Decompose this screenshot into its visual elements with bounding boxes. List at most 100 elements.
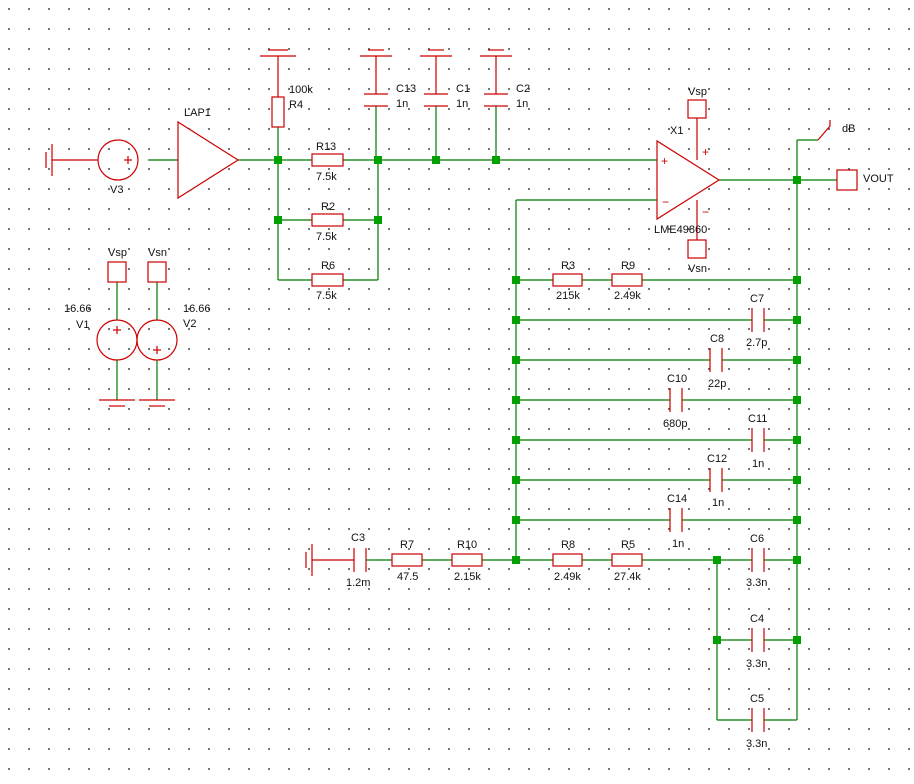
value-label: 100k	[289, 84, 313, 96]
wires	[116, 106, 837, 721]
resistor-r2[interactable]: R2 7.5k	[311, 201, 344, 243]
value-label: 3.3n	[746, 577, 767, 589]
svg-text:+: +	[702, 145, 709, 159]
ref-label: C7	[750, 293, 764, 305]
resistor-r4[interactable]: 100k R4	[271, 84, 313, 128]
capacitor-c12[interactable]: C12 1n	[707, 453, 727, 509]
ground-icon	[45, 144, 98, 176]
value-label: LME49860	[654, 224, 707, 236]
resistor-r13[interactable]: R13 7.5k	[311, 141, 344, 183]
amplifier-lap1[interactable]: LAP1	[177, 107, 240, 200]
ref-label: R8	[561, 539, 575, 551]
value-label: 2.15k	[454, 571, 481, 583]
ref-label: R13	[316, 141, 336, 153]
resistor-r7[interactable]: R7 47.5	[391, 539, 423, 583]
resistor-r6[interactable]: R6 7.5k	[311, 260, 344, 302]
net-name: Vsp	[108, 247, 127, 259]
value-label: 3.3n	[746, 658, 767, 670]
value-label: 1n	[456, 98, 468, 110]
capacitor-c4[interactable]: C4 3.3n	[746, 613, 767, 670]
ground-icon	[139, 399, 175, 407]
ref-label: V3	[110, 184, 123, 196]
value-label: 1n	[752, 458, 764, 470]
ground-icon	[99, 399, 135, 407]
ref-label: R6	[321, 260, 335, 272]
capacitor-c8[interactable]: C8 22p	[708, 333, 726, 390]
probe-db[interactable]: dB	[817, 120, 855, 141]
capacitor-c3[interactable]: C3 1.2m	[346, 532, 372, 589]
net-label-vsn-b[interactable]: Vsn	[687, 214, 707, 275]
capacitor-c6[interactable]: C6 3.3n	[746, 533, 767, 589]
value-label: 27.4k	[614, 571, 641, 583]
resistor-r10[interactable]: R10 2.15k	[451, 539, 483, 583]
net-name: Vsn	[148, 247, 167, 259]
ref-label: X1	[670, 125, 683, 137]
value-label: 1.2m	[346, 577, 370, 589]
net-label-vsp-b[interactable]: Vsp	[687, 86, 707, 148]
resistor-r9[interactable]: R9 2.49k	[611, 260, 643, 302]
net-label-vsn-a[interactable]: Vsn	[147, 247, 167, 283]
ref-label: C4	[750, 613, 764, 625]
resistor-r3[interactable]: R3 215k	[552, 260, 583, 302]
ref-label: C11	[748, 413, 767, 425]
junctions	[274, 156, 801, 644]
ground-symbols	[45, 49, 512, 576]
value-label: 1n	[672, 538, 684, 550]
ref-label: C6	[750, 533, 764, 545]
net-label-vsp-a[interactable]: Vsp	[107, 247, 127, 283]
ref-label: C1	[456, 83, 470, 95]
ground-icon	[260, 49, 296, 97]
value-label: 7.5k	[316, 290, 337, 302]
svg-text:−: −	[662, 195, 669, 209]
ground-icon	[480, 49, 512, 94]
capacitor-c13[interactable]: C13 1n	[364, 83, 416, 110]
value-label: 22p	[708, 378, 726, 390]
capacitor-c10[interactable]: C10 680p	[663, 373, 687, 430]
capacitor-c2[interactable]: C2 1n	[484, 83, 530, 110]
source-v2[interactable]: 16.66 V2	[136, 303, 211, 361]
ground-icon	[305, 544, 354, 576]
source-v1[interactable]: 16.66 V1	[64, 303, 138, 361]
ref-label: C12	[707, 453, 727, 465]
value-label: 2.7p	[746, 337, 767, 349]
ref-label: LAP1	[184, 107, 211, 119]
ref-label: C14	[667, 493, 687, 505]
resistor-r5[interactable]: R5 27.4k	[611, 539, 643, 583]
value-label: 2.49k	[554, 571, 581, 583]
value-label: 47.5	[397, 571, 418, 583]
probe-name: dB	[842, 123, 855, 135]
ground-icon	[420, 49, 452, 94]
capacitor-c7[interactable]: C7 2.7p	[746, 293, 767, 349]
value-label: 16.66	[64, 303, 92, 315]
value-label: 3.3n	[746, 738, 767, 750]
ref-label: R3	[561, 260, 575, 272]
net-label-vout[interactable]: VOUT	[836, 169, 894, 191]
capacitor-c5[interactable]: C5 3.3n	[746, 693, 767, 750]
net-name: VOUT	[863, 173, 894, 185]
ref-label: V1	[76, 319, 89, 331]
ref-label: R7	[400, 539, 414, 551]
svg-text:−: −	[702, 205, 709, 219]
resistor-r8[interactable]: R8 2.49k	[552, 539, 583, 583]
value-label: 7.5k	[316, 171, 337, 183]
value-label: 7.5k	[316, 231, 337, 243]
value-label: 16.66	[183, 303, 211, 315]
value-label: 680p	[663, 418, 687, 430]
svg-text:+: +	[661, 154, 668, 168]
net-name: Vsp	[688, 86, 707, 98]
ref-label: C5	[750, 693, 764, 705]
ref-label: V2	[183, 318, 196, 330]
ref-label: R2	[321, 201, 335, 213]
capacitor-c14[interactable]: C14 1n	[667, 493, 687, 550]
capacitor-c11[interactable]: C11 1n	[748, 413, 767, 470]
capacitor-c1[interactable]: C1 1n	[424, 83, 470, 110]
value-label: 2.49k	[614, 290, 641, 302]
value-label: 1n	[516, 98, 528, 110]
ref-label: C3	[351, 532, 365, 544]
ground-icon	[360, 49, 392, 94]
opamp-x1[interactable]: X1 LME49860 + − + −	[654, 125, 721, 236]
ref-label: R10	[457, 539, 477, 551]
ref-label: C10	[667, 373, 687, 385]
source-v3[interactable]: V3	[97, 139, 139, 196]
